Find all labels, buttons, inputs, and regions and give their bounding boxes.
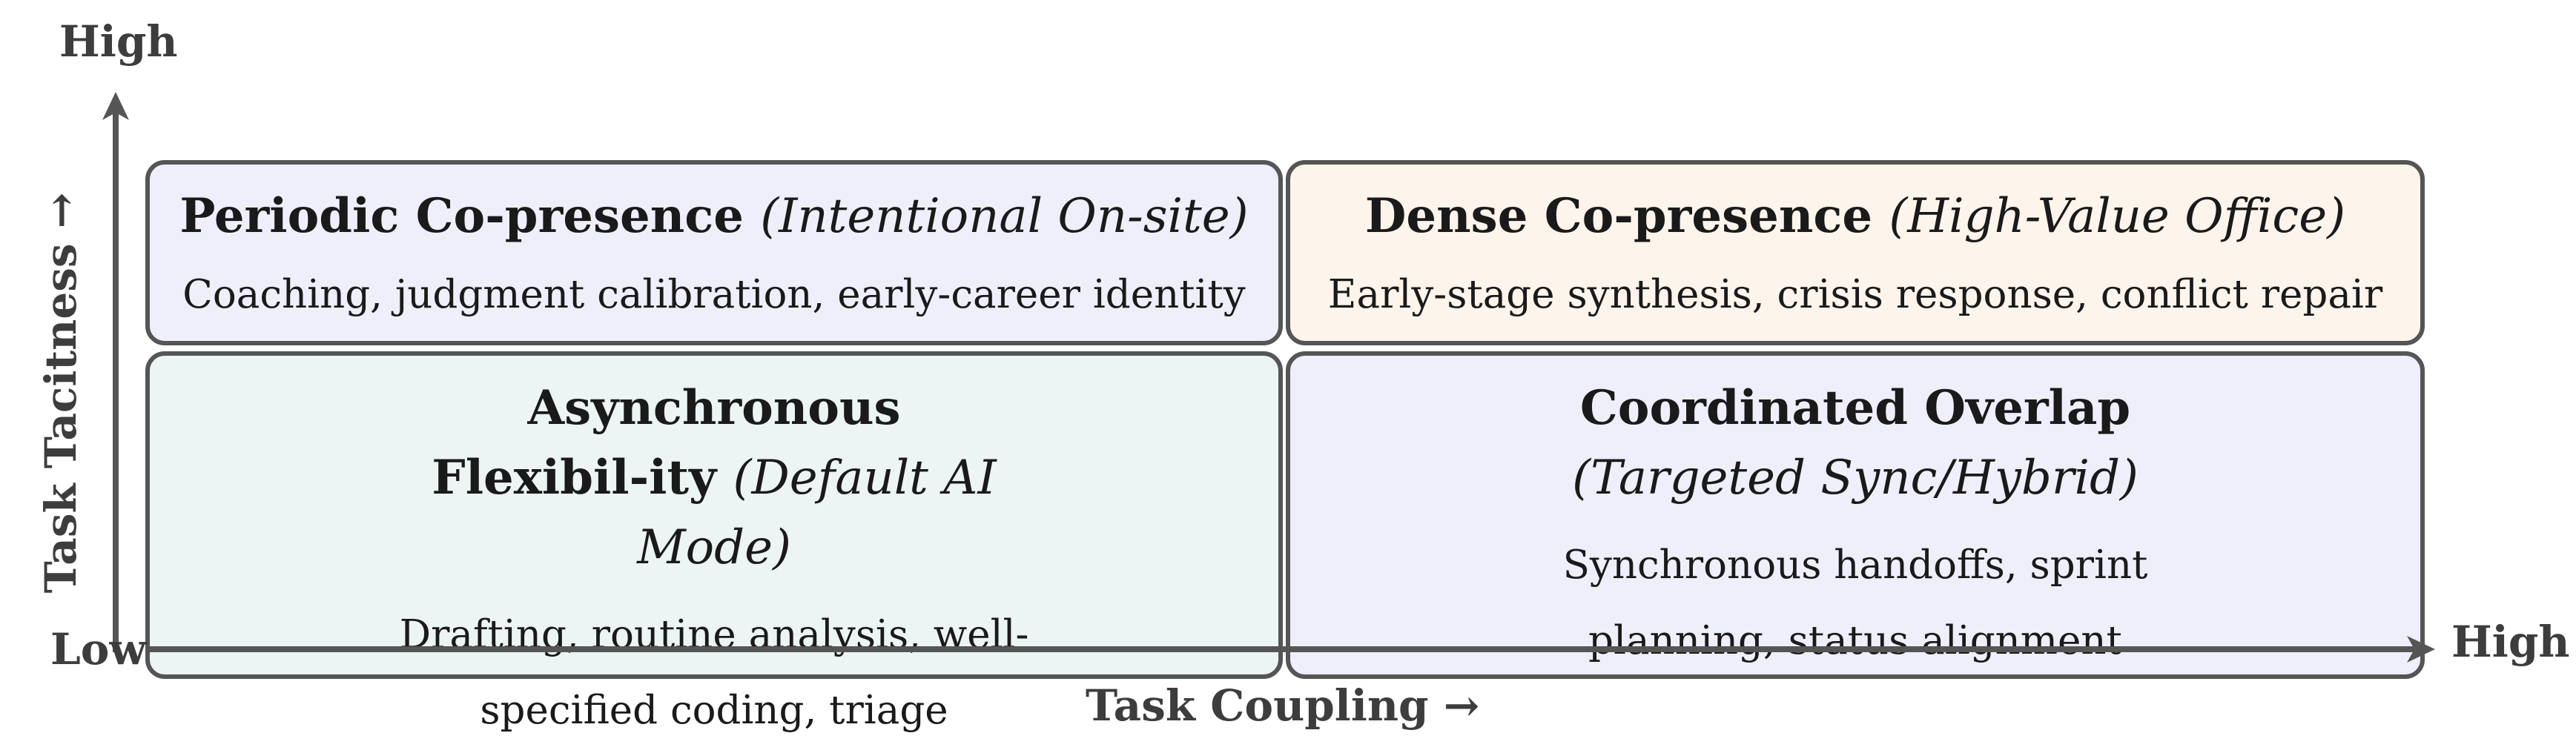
quadrant-title-text: Periodic Co-presence — [179, 188, 744, 244]
axis-low-label: Low — [50, 624, 147, 674]
quadrant-title: Asynchronous Flexibil-ity (Default AI Mo… — [150, 374, 1278, 583]
quadrant-description: Coaching, judgment calibration, early-ca… — [182, 272, 1246, 317]
x-axis-arrowhead — [2407, 636, 2435, 663]
quadrant-title: Periodic Co-presence (Intentional On-sit… — [150, 187, 1278, 246]
quadrant-subtitle: (High-Value Office) — [1889, 189, 2346, 244]
quadrant-title-text: Asynchronous Flexibil-ity — [432, 380, 901, 505]
y-axis-title: Task Tacitness → — [36, 192, 86, 594]
quadrant-subtitle: (Default AI Mode) — [637, 451, 997, 575]
quadrant-description: Synchronous handoffs, sprint planning, s… — [1562, 543, 2148, 663]
x-axis-high-label: High — [2451, 617, 2570, 667]
quadrant-subtitle: (Intentional On-site) — [760, 189, 1249, 244]
quadrant-asynchronous-flexibility: Asynchronous Flexibil-ity (Default AI Mo… — [145, 351, 1283, 733]
quadrant-title-text: Coordinated Overlap — [1579, 380, 2131, 436]
quadrant-description: Early-stage synthesis, crisis response, … — [1327, 272, 2383, 317]
quadrant-title: Dense Co-presence (High-Value Office) — [1290, 187, 2420, 246]
y-axis-arrowhead — [102, 92, 129, 120]
quadrant-dense-co-presence: Dense Co-presence (High-Value Office) Ea… — [1286, 160, 2425, 345]
y-axis-high-label: High — [59, 16, 178, 67]
quadrant-coordinated-overlap: Coordinated Overlap (Targeted Sync/Hybri… — [1286, 351, 2425, 679]
quadrant-periodic-co-presence: Periodic Co-presence (Intentional On-sit… — [145, 160, 1283, 345]
quadrant-subtitle: (Targeted Sync/Hybrid) — [1572, 451, 2139, 505]
x-axis-title: Task Coupling → — [1086, 680, 1480, 731]
quadrant-title-text: Dense Co-presence — [1364, 188, 1873, 244]
quadrant-title: Coordinated Overlap (Targeted Sync/Hybri… — [1290, 374, 2420, 513]
